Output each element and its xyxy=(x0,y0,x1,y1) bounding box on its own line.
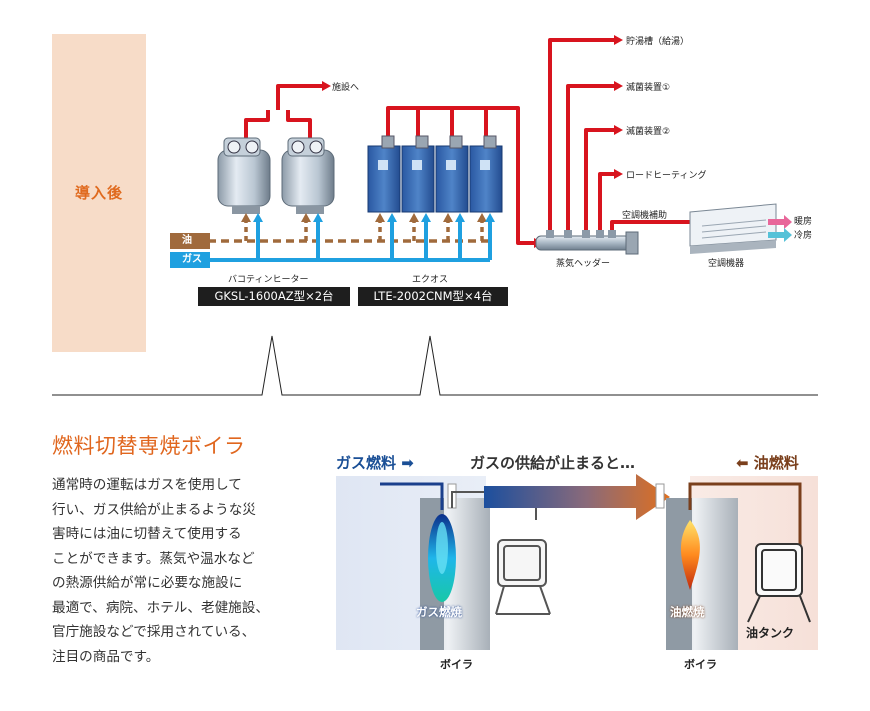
heater-model: GKSL-1600AZ型×2台 xyxy=(198,287,350,306)
gas-tag: ガス xyxy=(170,252,210,268)
oil-boiler-label: ボイラ xyxy=(684,658,717,671)
description-line: の熱源供給が常に必要な施設に xyxy=(52,575,243,591)
switch-arrow xyxy=(484,474,670,520)
steam-header-label: 蒸気ヘッダー xyxy=(556,259,611,269)
description-line: 最適で、病院、ホテル、老健施設、 xyxy=(52,599,269,616)
section-title: 燃料切替専焼ボイラ xyxy=(52,434,246,458)
gas-fuel-heading: ガス燃料 ➡ xyxy=(336,454,414,472)
gas-stop-heading: ガスの供給が止まると… xyxy=(470,454,636,472)
gas-boiler xyxy=(380,482,490,650)
heater-name: バコティンヒーター xyxy=(228,275,309,285)
description-line: 行い、ガス供給が止まるような災 xyxy=(52,501,256,518)
oil-tag: 油 xyxy=(170,233,210,249)
cooling-label: 冷房 xyxy=(794,231,813,241)
description-line: 注目の商品です。 xyxy=(52,648,160,665)
ecos-model: LTE-2002CNM型×4台 xyxy=(358,287,508,306)
output-label-3: 滅菌装置② xyxy=(626,127,671,137)
description-line: 通常時の運転はガスを使用して xyxy=(52,477,242,493)
vacuum-heater-2 xyxy=(281,137,335,214)
oil-burn-label: 油燃焼 xyxy=(670,605,705,619)
ecos-name: エクオス xyxy=(412,275,449,285)
output-label-4: ロードヒーティング xyxy=(626,171,707,181)
heating-label: 暖房 xyxy=(794,217,813,227)
gas-line xyxy=(208,220,492,262)
vacuum-heater-1 xyxy=(217,137,271,214)
output-label-2: 滅菌装置① xyxy=(626,83,671,93)
gas-burn-label: ガス燃焼 xyxy=(416,605,462,619)
oil-line xyxy=(208,220,488,243)
oil-arrowheads xyxy=(241,213,487,222)
oil-tank xyxy=(747,543,811,623)
steam-piping xyxy=(244,38,690,245)
aircon-aux-label: 空調機補助 xyxy=(622,211,668,221)
section-description: 通常時の運転はガスを使用して 行い、ガス供給が止まるような災 害時には油に切替え… xyxy=(52,473,302,669)
gas-boiler-label: ボイラ xyxy=(440,658,473,671)
after-panel: 導入後 xyxy=(52,34,146,352)
heating-cooling-arrows xyxy=(768,215,792,242)
aircon-label: 空調機器 xyxy=(708,259,745,269)
description-line: ことができます。蒸気や温水など xyxy=(52,550,255,567)
oil-tank-label: 油タンク xyxy=(746,626,795,640)
ecos-boilers xyxy=(367,135,503,213)
steam-header xyxy=(535,230,639,255)
oil-fuel-heading: ⬅ 油燃料 xyxy=(736,454,799,472)
to-facility-label: 施設へ xyxy=(332,83,360,93)
description-line: 官庁施設などで採用されている、 xyxy=(52,624,256,640)
oil-boiler xyxy=(655,482,802,650)
gas-arrowheads xyxy=(253,213,495,222)
aircon-unit xyxy=(689,203,777,254)
output-label-1: 貯湯槽（給湯） xyxy=(626,37,690,47)
after-label: 導入後 xyxy=(74,184,123,202)
description-line: 害時には油に切替えて使用する xyxy=(52,526,242,542)
timeline-divider xyxy=(52,335,818,396)
